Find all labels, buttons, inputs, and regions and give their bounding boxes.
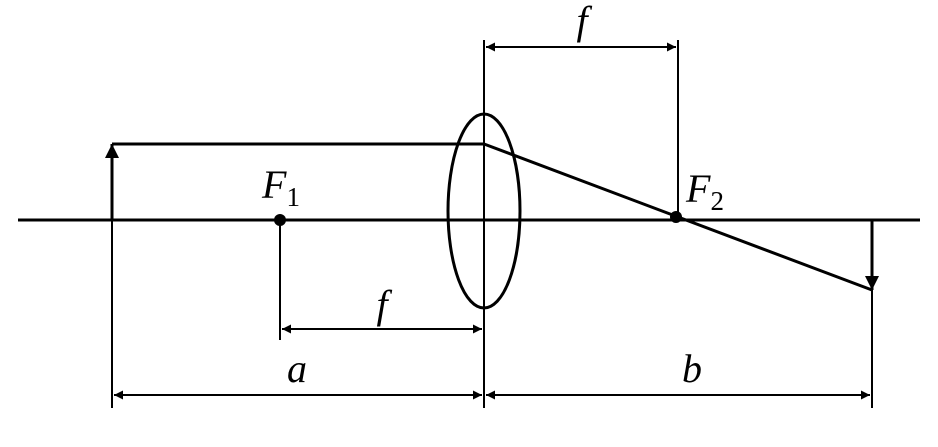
focal-point-f2-label: F2: [685, 166, 724, 216]
object-distance-label: a: [287, 346, 307, 391]
image-distance-label: b: [682, 346, 702, 391]
focal-point-f1-label: F1: [261, 162, 300, 212]
focal-length-bottom-label: f: [376, 282, 392, 327]
f1-label-sub: 1: [286, 182, 300, 212]
f2-label-main: F: [685, 166, 711, 211]
light-ray: [112, 142, 873, 292]
focal-length-top-label: f: [576, 0, 592, 43]
f1-label-main: F: [261, 162, 287, 207]
focal-point-f2: [670, 211, 682, 223]
f2-label-sub: 2: [710, 186, 724, 216]
